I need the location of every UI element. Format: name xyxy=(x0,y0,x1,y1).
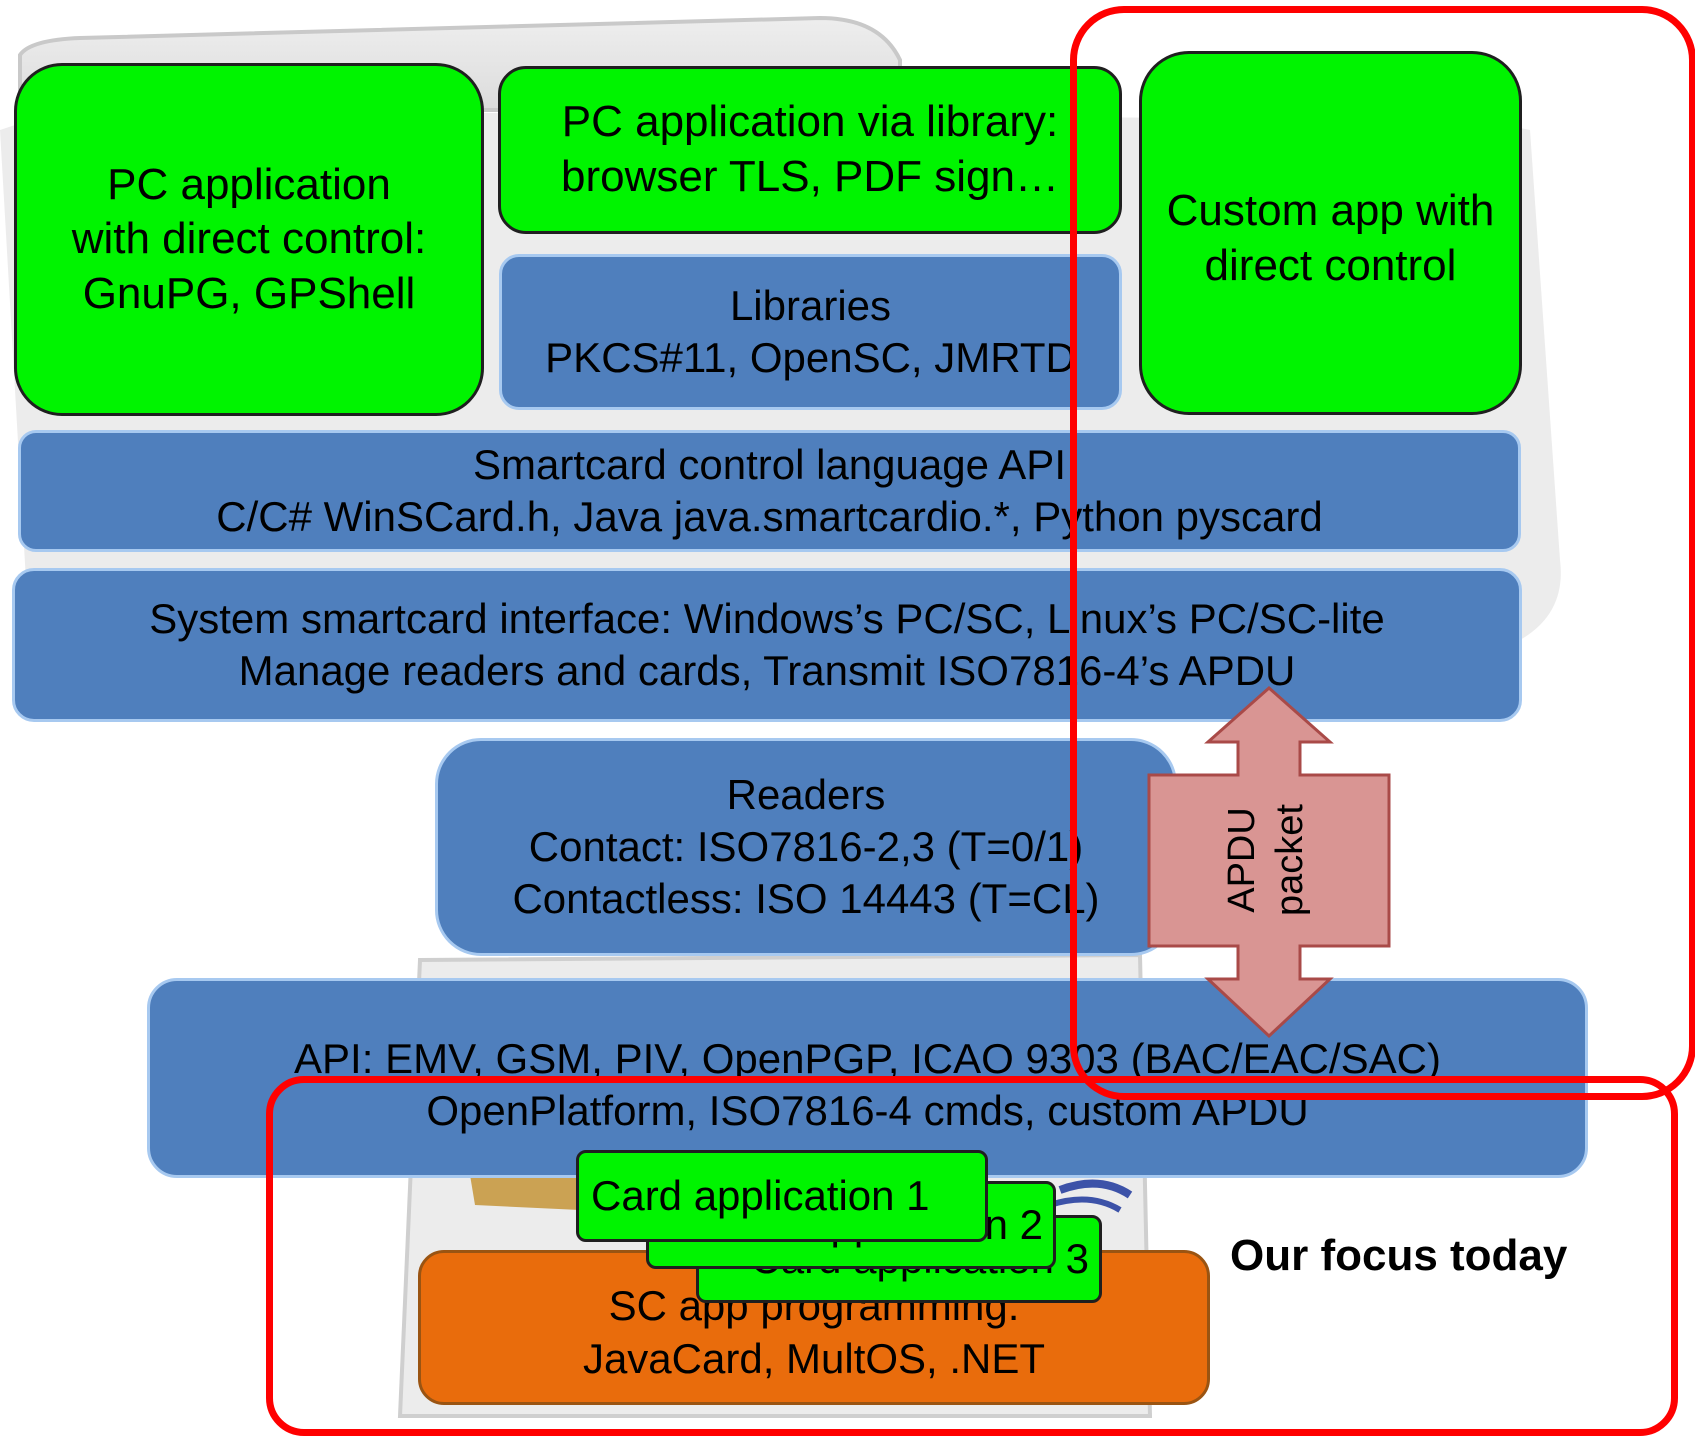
system-interface-title: System smartcard interface: Windows’s PC… xyxy=(149,594,1385,642)
card-application-1: Card application 1 xyxy=(576,1150,988,1242)
pc-library-line-1: PC application via library: xyxy=(561,97,1059,147)
card-api-title: API: EMV, GSM, PIV, OpenPGP, ICAO 9303 (… xyxy=(294,1035,1441,1082)
apdu-arrow-label-2: packet xyxy=(1269,804,1311,916)
smartcard-control-api-layer: Smartcard control language API C/C# WinS… xyxy=(18,430,1521,552)
pc-direct-line-1: PC application xyxy=(107,159,391,209)
pc-direct-line-2: with direct control: xyxy=(71,214,427,264)
apdu-arrow-label-1: APDU xyxy=(1221,807,1263,913)
system-interface-detail: Manage readers and cards, Transmit ISO78… xyxy=(238,647,1296,694)
focus-label: Our focus today xyxy=(1230,1231,1568,1280)
custom-app-block: Custom app with direct control xyxy=(1139,51,1522,415)
card-application-1-label: Card application 1 xyxy=(591,1172,930,1219)
apdu-arrow-shape xyxy=(1147,685,1391,1039)
control-api-detail: C/C# WinSCard.h, Java java.smartcardio.*… xyxy=(216,493,1323,540)
readers-title: Readers xyxy=(726,770,886,818)
readers-layer: Readers Contact: ISO7816-2,3 (T=0/1) Con… xyxy=(435,738,1177,956)
pc-library-line-2: browser TLS, PDF sign… xyxy=(560,152,1059,201)
libraries-layer: Libraries PKCS#11, OpenSC, JMRTD xyxy=(499,254,1122,410)
control-api-title: Smartcard control language API xyxy=(472,440,1066,488)
custom-app-line-1: Custom app with xyxy=(1166,186,1495,235)
readers-contact: Contact: ISO7816-2,3 (T=0/1) xyxy=(528,822,1084,870)
custom-app-line-2: direct control xyxy=(1204,240,1457,290)
libraries-title: Libraries xyxy=(729,281,892,329)
pc-direct-control-app: PC application with direct control: GnuP… xyxy=(14,63,484,416)
readers-contactless: Contactless: ISO 14443 (T=CL) xyxy=(512,875,1100,923)
focus-outline-upper xyxy=(1070,6,1695,1100)
libraries-detail: PKCS#11, OpenSC, JMRTD xyxy=(545,334,1076,381)
pc-direct-line-3: GnuPG, GPShell xyxy=(82,268,416,318)
sc-programming-detail: JavaCard, MultOS, .NET xyxy=(582,1334,1046,1382)
pc-library-app: PC application via library: browser TLS,… xyxy=(498,66,1122,234)
